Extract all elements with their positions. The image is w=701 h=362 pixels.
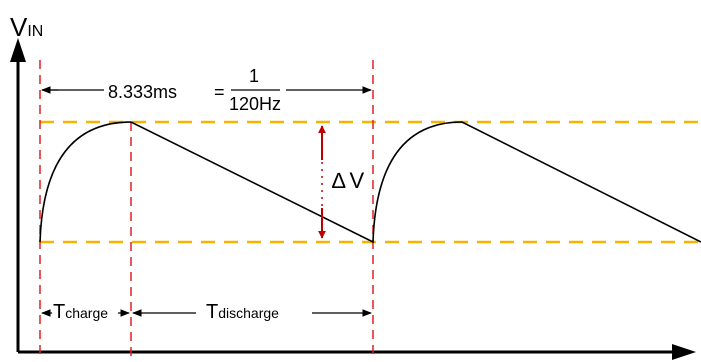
period-numerator: 1 — [249, 66, 259, 86]
period-equals: = — [214, 82, 225, 102]
discharge-label: Tdischarge — [206, 301, 279, 323]
period-value: 8.333ms — [108, 82, 177, 102]
x-axis-arrowhead — [672, 344, 696, 360]
charge-label: Tcharge — [53, 301, 108, 323]
y-axis-arrowhead — [10, 38, 26, 62]
waveform — [39, 121, 701, 244]
y-axis-label: VIN — [10, 12, 43, 42]
ripple-label: ∆V — [332, 168, 364, 193]
period-denominator: 120Hz — [229, 94, 281, 114]
